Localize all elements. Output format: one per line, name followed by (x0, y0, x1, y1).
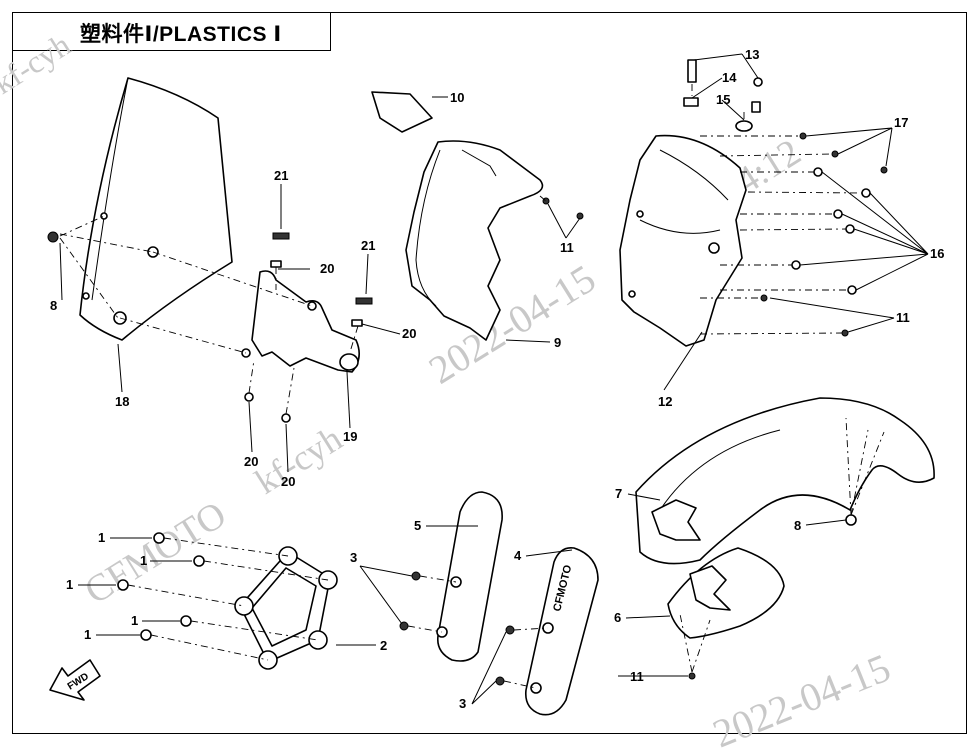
callout-1-c: 1 (66, 577, 73, 592)
fwd-arrow-icon: FWD (49, 659, 101, 701)
callout-16: 16 (930, 246, 944, 261)
callout-1-e: 1 (84, 627, 91, 642)
callout-7: 7 (615, 486, 622, 501)
callout-20-d: 20 (281, 474, 295, 489)
callout-21-a: 21 (274, 168, 288, 183)
callout-5: 5 (414, 518, 421, 533)
trim-part-10 (371, 91, 433, 133)
headlight-housing-part-12 (619, 134, 747, 347)
screw-part-8-fender (845, 514, 857, 526)
callout-2: 2 (380, 638, 387, 653)
callout-9: 9 (554, 335, 561, 350)
callout-20-c: 20 (244, 454, 258, 469)
watermark-user: kf-cyh (0, 26, 77, 101)
fender-leaders (679, 417, 885, 673)
watermark-user-2: kf-cyh (248, 418, 349, 502)
callout-19: 19 (343, 429, 357, 444)
front-fender-part-7 (635, 397, 935, 565)
callout-10: 10 (450, 90, 464, 105)
watermark-brand: CFMOTO (78, 493, 234, 612)
callout-11-c: 11 (630, 669, 644, 684)
bracket-part-2 (234, 546, 338, 670)
screw-part-21-b (351, 297, 373, 327)
callout-12: 12 (658, 394, 672, 409)
callout-1-d: 1 (131, 613, 138, 628)
callout-8-windshield: 8 (50, 298, 57, 313)
windshield-leaders (59, 215, 359, 415)
title-box (13, 13, 331, 51)
windshield-part-18 (79, 77, 233, 341)
headlight-cover-part-9 (405, 140, 544, 341)
callout-leaders (59, 53, 929, 705)
fastener-stack-13-14-15 (683, 59, 763, 132)
callout-13: 13 (745, 47, 759, 62)
callout-4: 4 (514, 548, 522, 563)
watermark-date-2: 2022-04-15 (707, 645, 897, 748)
bracket-leaders (127, 537, 329, 661)
screw-part-21-a (270, 232, 290, 268)
callout-11-b: 11 (896, 310, 910, 325)
diagram-frame (12, 12, 967, 734)
callout-17: 17 (894, 115, 908, 130)
bolts-part-1 (117, 532, 205, 641)
callout-3-b: 3 (459, 696, 466, 711)
fork-cover-part-4: CFMOTO (524, 546, 599, 716)
screw-part-20-c (244, 392, 254, 402)
callout-15: 15 (716, 92, 730, 107)
fender-lower-part-6 (667, 547, 785, 639)
housing-leaders (539, 84, 863, 335)
page-title: 塑料件Ⅰ/PLASTICS Ⅰ (80, 23, 282, 46)
callout-3-a: 3 (350, 550, 357, 565)
callout-20-a: 20 (320, 261, 334, 276)
bracket-part-19 (241, 270, 360, 373)
callout-labels: 1 1 1 1 1 2 3 3 4 5 6 7 8 8 9 10 11 11 1… (50, 47, 944, 711)
screw-part-11-fender (688, 672, 696, 680)
callout-6: 6 (614, 610, 621, 625)
callout-14: 14 (722, 70, 737, 85)
bolt-part-8-left (47, 231, 59, 243)
screw-part-20-d (281, 413, 291, 423)
callout-11-a: 11 (560, 240, 574, 255)
fork-cover-part-5 (436, 491, 503, 662)
callout-18: 18 (115, 394, 129, 409)
callout-1-b: 1 (140, 553, 147, 568)
callout-20-b: 20 (402, 326, 416, 341)
callout-21-b: 21 (361, 238, 375, 253)
callout-8-fender: 8 (794, 518, 801, 533)
fork-leaders (407, 575, 549, 689)
callout-1-a: 1 (98, 530, 105, 545)
